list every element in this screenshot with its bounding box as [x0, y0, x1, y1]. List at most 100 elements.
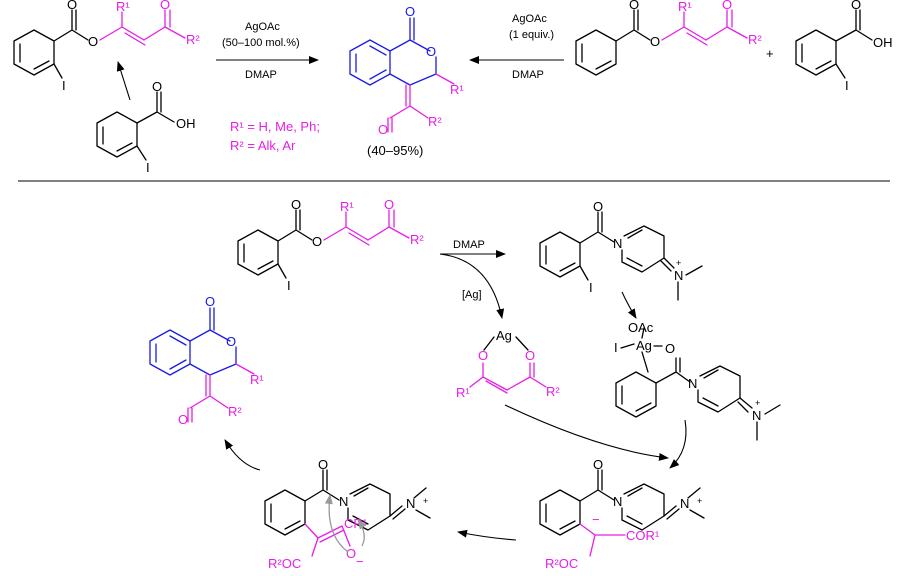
plus-sign: +: [766, 46, 774, 61]
oxygen-label: O: [722, 0, 732, 12]
r1-label: R¹: [340, 199, 354, 214]
r2-label: R²: [228, 404, 242, 419]
r1-label: R¹: [450, 82, 464, 97]
reaction-arrow-right: AgOAc (1 equiv.) DMAP: [469, 13, 564, 81]
r2oc-label: R²OC: [545, 556, 578, 571]
oxygen-label: O: [629, 0, 639, 12]
nitrogen-label: N: [613, 236, 622, 251]
oxygen-label: O: [426, 44, 436, 59]
oxygen-label: O: [226, 334, 236, 349]
nitrogen-label: N: [406, 496, 415, 511]
iodobenzoic-acid-left: O OH I: [96, 61, 196, 175]
oxygen-label: O: [346, 546, 356, 561]
arylated-enolate-right: O N N + − COR¹ R²OC: [539, 457, 705, 571]
r2oc-label: R²OC: [268, 556, 301, 571]
oxygen-label: O: [593, 199, 603, 214]
oxygen-label: O: [291, 197, 301, 212]
conditions-label: (50–100 mol.%): [222, 37, 300, 49]
nitrogen-label: N: [680, 496, 689, 511]
isocoumarin-product-mechanism: O O R¹ O R²: [149, 294, 264, 427]
oxygen-label: O: [650, 34, 660, 49]
r1-label: R¹: [678, 0, 692, 14]
positive-charge: +: [697, 496, 702, 506]
oxygen-label: O: [593, 457, 603, 472]
cor1-label: COR¹: [626, 528, 660, 543]
dmap-label: DMAP: [245, 69, 277, 81]
oxygen-label: O: [160, 0, 170, 12]
hydroxyl-label: OH: [873, 35, 893, 50]
oxygen-label: O: [88, 34, 98, 49]
r1-label: R¹: [250, 372, 264, 387]
cr1-label: CR¹: [344, 516, 368, 531]
oxygen-label: O: [478, 348, 488, 363]
r2-label: R²: [428, 114, 442, 129]
r2-label: R²: [410, 232, 424, 247]
enol-ester-mechanism: O O I R¹ O R²: [237, 197, 424, 293]
nitrogen-label: N: [339, 494, 348, 509]
oxygen-label: O: [205, 294, 215, 309]
enolate-charge: −: [356, 554, 364, 569]
silver-catalyst-label: [Ag]: [462, 289, 482, 301]
arylated-enolate-left: O N N + CR¹ O − R²OC: [264, 457, 431, 571]
nitrogen-label: N: [613, 494, 622, 509]
acetate-label: OAc: [628, 320, 654, 335]
dmap-label: DMAP: [512, 69, 544, 81]
electron-flow-arrow: [324, 494, 349, 553]
enol-ester-benzoyl: O O R¹ O R²: [575, 0, 762, 76]
isocoumarin-product-top: O O R¹ O R²: [349, 4, 464, 137]
silver-aryl-intermediate: OAc Ag I O N N +: [614, 320, 781, 441]
oxygen-label: O: [851, 0, 861, 12]
acylpyridinium-intermediate: O N I N +: [539, 199, 703, 301]
oxygen-label: O: [384, 197, 394, 212]
r1-definition: R¹ = H, Me, Ph;: [230, 119, 320, 134]
positive-charge: +: [676, 258, 681, 268]
iodobenzoic-acid-right: O OH I: [795, 0, 893, 93]
oxygen-label: O: [378, 122, 388, 137]
nitrogen-label: N: [688, 376, 697, 391]
iodine-label: I: [287, 278, 291, 293]
silver-label: Ag: [636, 338, 652, 353]
agoac-label: AgOAc: [512, 13, 547, 25]
r2-label: R²: [186, 32, 200, 47]
nitrogen-label: N: [752, 408, 761, 423]
r1-label: R¹: [456, 385, 470, 400]
arrow-m3-m4: [669, 419, 687, 469]
r2-label: R²: [748, 32, 762, 47]
oxygen-label: O: [525, 348, 535, 363]
iodine-label: I: [589, 280, 593, 295]
r2-definition: R² = Alk, Ar: [230, 138, 296, 153]
split-arrow: DMAP [Ag]: [439, 239, 506, 319]
agoac-label: AgOAc: [245, 21, 280, 33]
yield-range: (40–95%): [367, 143, 423, 158]
electron-flow-arrow: [357, 519, 367, 547]
conditions-label: (1 equiv.): [509, 29, 554, 41]
nitrogen-label: N: [674, 268, 683, 283]
arrow-chelate-merge: [504, 404, 669, 461]
oxygen-label: O: [152, 79, 162, 94]
arrow-m2-m3: [621, 291, 637, 319]
iodine-label: I: [62, 78, 66, 93]
hydroxyl-label: OH: [176, 116, 196, 131]
oxygen-label: O: [318, 457, 328, 472]
r1-label: R¹: [116, 0, 130, 14]
oxygen-label: O: [405, 4, 415, 19]
arrow-m4-m5: [457, 529, 517, 541]
carbanion-charge: −: [592, 512, 600, 527]
dmap-label: DMAP: [453, 239, 485, 251]
iodine-label: I: [614, 340, 618, 355]
iodine-label: I: [845, 78, 849, 93]
oxygen-label: O: [312, 234, 322, 249]
silver-label: Ag: [496, 328, 512, 343]
oxygen-label: O: [178, 412, 188, 427]
silver-enolate-chelate: Ag O O R¹ R²: [456, 328, 560, 400]
arrow-m5-product: [224, 439, 261, 471]
oxygen-label: O: [665, 341, 675, 356]
positive-charge: +: [755, 398, 760, 408]
oxygen-label: O: [67, 0, 77, 12]
reaction-arrow-left: AgOAc (50–100 mol.%) DMAP: [216, 21, 319, 81]
positive-charge: +: [423, 496, 428, 506]
iodine-label: I: [146, 160, 150, 175]
enol-ester-iodo-top: O O I R¹ O R²: [13, 0, 200, 93]
r2-label: R²: [546, 384, 560, 399]
